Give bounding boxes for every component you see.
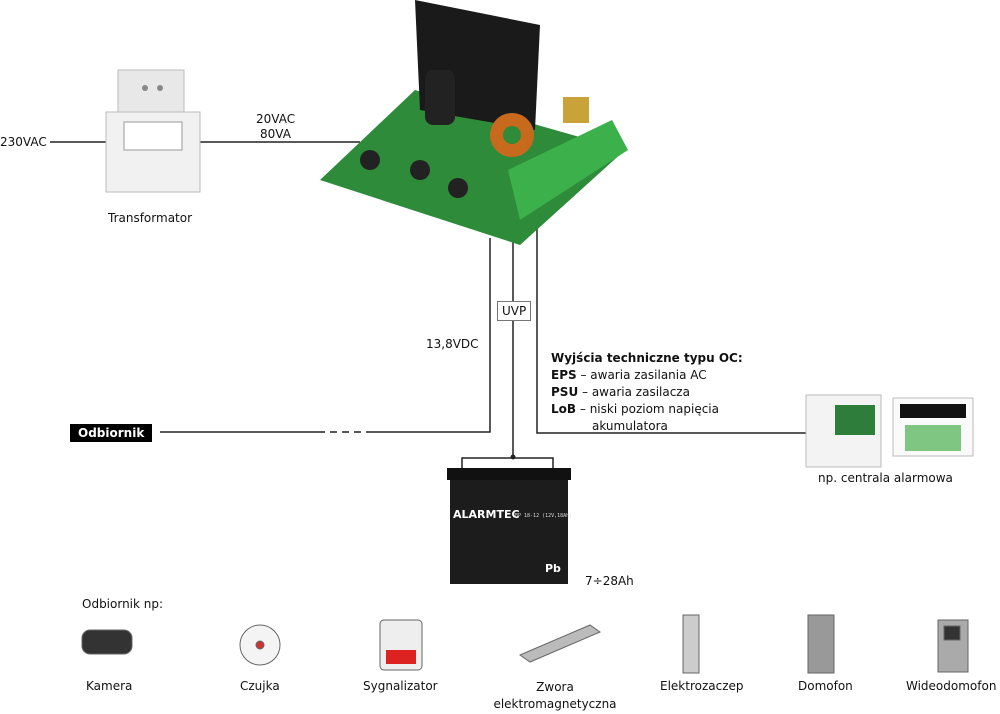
uvp-label: UVP (497, 301, 532, 321)
battery-chem: Pb (545, 562, 561, 575)
receivers-examples-label: Odbiornik np: (82, 597, 164, 611)
transformer-output-voltage: 20VAC (256, 112, 296, 126)
oc-outputs-legend: Wyjścia techniczne typu OC: EPS – awaria… (551, 350, 743, 435)
device-detector: Czujka (240, 679, 280, 693)
device-video-intercom: Wideodomofon (906, 679, 997, 693)
transformer-image (105, 69, 201, 193)
device-electric-strike: Elektrozaczep (660, 679, 744, 693)
battery-brand: ALARMTEC (453, 508, 520, 521)
device-siren: Sygnalizator (363, 679, 438, 693)
camera-icon (81, 629, 133, 655)
siren-icon (379, 619, 423, 671)
alarm-panel-image (805, 394, 974, 468)
battery-model: BP 18-12 (12V,18Ah) (515, 513, 572, 519)
battery-image: ALARMTEC BP 18-12 (12V,18Ah) Pb (447, 468, 572, 584)
receiver-tag: Odbiornik (70, 424, 153, 442)
alarm-panel-label: np. centrala alarmowa (818, 471, 953, 485)
power-supply-board-image (320, 0, 628, 245)
transformer-output-power: 80VA (260, 127, 291, 141)
lob-desc-continuation: akumulatora (592, 419, 668, 433)
battery-capacity: 7÷28Ah (585, 574, 634, 588)
transformer-label: Transformator (108, 211, 193, 225)
intercom-icon (807, 614, 835, 674)
psu-code: PSU (551, 385, 579, 399)
eps-code: EPS (551, 368, 577, 382)
output-voltage-label: 13,8VDC (426, 337, 479, 351)
video-intercom-icon (937, 619, 969, 673)
electric-strike-icon (682, 614, 700, 674)
smoke-detector-icon (239, 624, 281, 666)
magnetic-lock-icon (518, 624, 602, 663)
device-magnetic-lock: Zwora elektromagnetyczna (493, 680, 617, 711)
eps-desc: – awaria zasilania AC (580, 368, 707, 382)
psu-desc: – awaria zasilacza (582, 385, 690, 399)
input-voltage-label: 230VAC (0, 135, 47, 149)
oc-title: Wyjścia techniczne typu OC: (551, 351, 743, 365)
device-intercom: Domofon (798, 679, 853, 693)
lob-code: LoB (551, 402, 577, 416)
lob-desc: – niski poziom napięcia (579, 402, 719, 416)
device-camera: Kamera (86, 679, 133, 693)
